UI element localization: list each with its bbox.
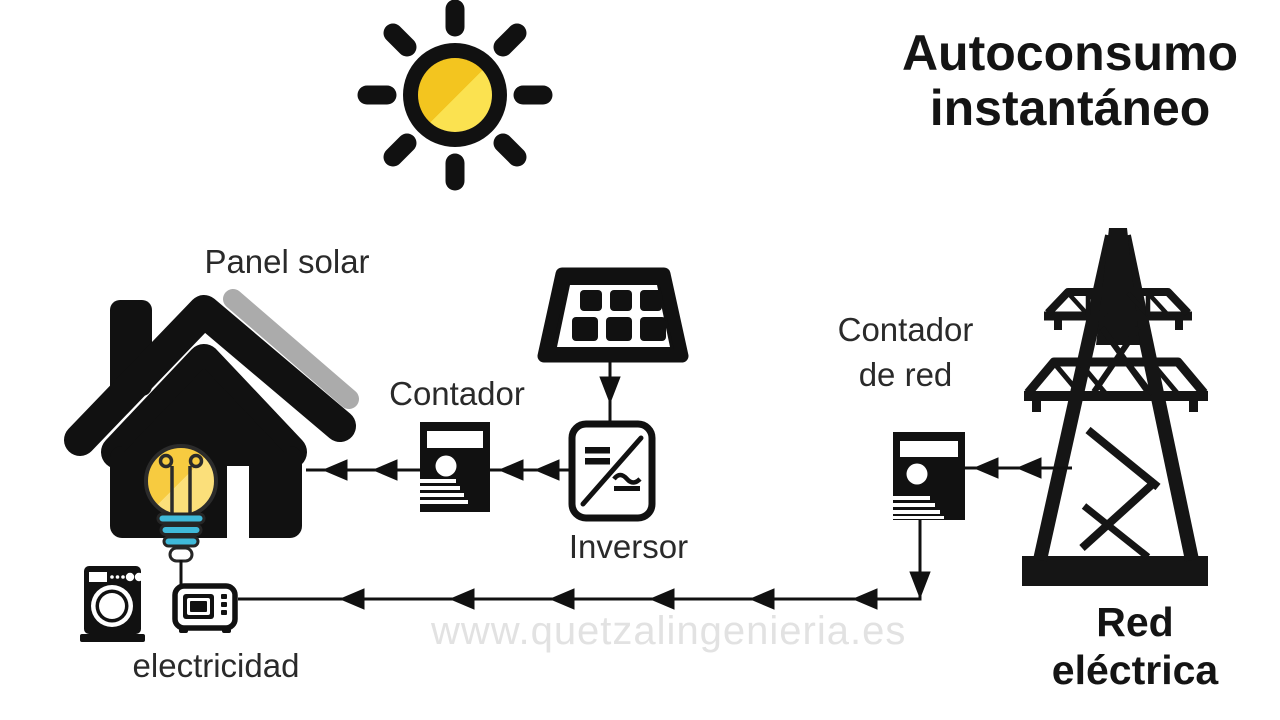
flow-lines: [179, 358, 1072, 610]
lightbulb-icon: [144, 444, 218, 563]
red-electrica-label: Red eléctrica: [1035, 599, 1235, 694]
transmission-tower-icon: [1022, 228, 1208, 586]
flow-arrow-left: [534, 459, 560, 481]
upper-crossarm: [1044, 288, 1192, 330]
filament: [158, 453, 204, 514]
flow-arrow-left: [549, 588, 575, 610]
page-title: Autoconsumo instantáneo: [872, 26, 1268, 136]
washing-machine-icon: [80, 566, 145, 642]
watermark: www.quetzalingenieria.es: [431, 609, 907, 653]
flow-arrow-left: [372, 459, 398, 481]
electricidad-label: electricidad: [132, 647, 300, 684]
inversor-label: Inversor: [568, 528, 689, 565]
flow-arrow-down: [599, 376, 621, 405]
flow-arrow-down: [909, 571, 931, 600]
flow-arrow-left: [973, 457, 999, 479]
flow-arrow-left: [749, 588, 775, 610]
ac-symbol: [612, 472, 642, 491]
page-title-line1: Autoconsumo: [901, 25, 1239, 81]
panel-solar-label: Panel solar: [204, 243, 370, 280]
contador-red-label-line1: Contador: [837, 311, 974, 348]
flow-arrow-left: [449, 588, 475, 610]
house-door: [227, 466, 249, 538]
flow-arrow-left: [498, 459, 524, 481]
solar-panel-strip: [223, 289, 359, 409]
meter-icon: [420, 422, 490, 512]
contador-red-label-line2: de red: [858, 355, 953, 393]
flow-arrow-left: [649, 588, 675, 610]
microwave-icon: [172, 583, 238, 633]
solar-panel-icon: [537, 267, 689, 363]
inverter-icon: [568, 420, 656, 522]
red-electrica-label-line1: Red: [1096, 599, 1174, 645]
house-icon: [64, 289, 359, 538]
dc-symbol: [585, 447, 610, 465]
bulb-base: [156, 512, 206, 563]
sun-icon: [357, 0, 553, 191]
flow-arrow-left: [339, 588, 365, 610]
lower-crossarm: [1024, 357, 1208, 412]
contador-label: Contador: [389, 375, 525, 412]
page-title-line2: instantáneo: [929, 80, 1211, 136]
red-electrica-label-line2: eléctrica: [1051, 646, 1219, 693]
grid-meter-icon: [893, 432, 965, 520]
contador-red-label: Contador de red: [823, 308, 988, 397]
flow-arrow-left: [322, 459, 348, 481]
flow-arrow-left: [1016, 457, 1042, 479]
flow-arrow-left: [852, 588, 878, 610]
roof: [64, 295, 356, 456]
